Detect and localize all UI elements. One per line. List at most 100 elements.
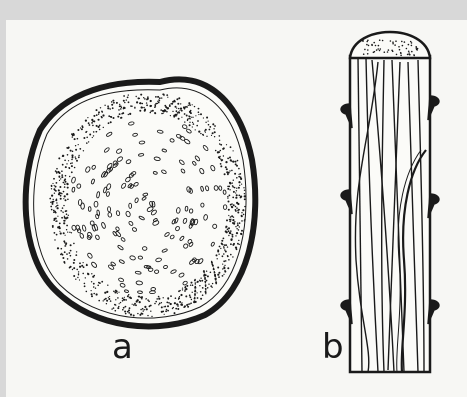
cell-stipple xyxy=(61,176,63,178)
cell-stipple xyxy=(238,187,240,189)
cell-stipple xyxy=(182,288,183,289)
cell-stipple xyxy=(59,193,61,195)
cell-stipple xyxy=(68,215,69,216)
cell-stipple xyxy=(136,101,138,103)
cell-stipple xyxy=(71,154,73,156)
cell-stipple xyxy=(227,188,229,190)
cell-stipple xyxy=(167,305,169,307)
cell-stipple xyxy=(202,287,204,289)
cell-stipple xyxy=(53,178,55,180)
cell-stipple xyxy=(230,146,232,148)
cell-stipple xyxy=(174,312,176,314)
cell-stipple xyxy=(78,155,79,156)
cell-stipple xyxy=(229,182,231,184)
cell-stipple xyxy=(228,259,230,261)
cell-stipple xyxy=(61,253,62,254)
cell-stipple xyxy=(86,142,88,144)
cell-stipple xyxy=(217,249,219,251)
cell-stipple xyxy=(214,125,216,127)
cell-stipple xyxy=(161,306,163,308)
cell-stipple xyxy=(205,293,206,294)
cell-stipple xyxy=(99,125,101,127)
cell-stipple xyxy=(103,300,104,301)
cell-stipple xyxy=(228,235,229,236)
cell-stipple xyxy=(193,301,195,303)
cap-stipple xyxy=(408,51,410,53)
cell-stipple xyxy=(219,156,220,157)
cap-stipple xyxy=(398,46,400,48)
cell-stipple xyxy=(132,304,133,305)
cell-stipple xyxy=(163,306,164,307)
cell-stipple xyxy=(178,97,180,99)
cell-stipple xyxy=(129,113,131,115)
panel-a-label: a xyxy=(112,330,133,364)
cell-stipple xyxy=(78,144,79,145)
cell-stipple xyxy=(58,189,59,190)
cell-stipple xyxy=(147,96,149,98)
cell-stipple xyxy=(219,135,221,137)
cell-stipple xyxy=(193,123,195,125)
cell-stipple xyxy=(225,244,227,246)
cell-stipple xyxy=(147,98,149,100)
cell-stipple xyxy=(195,115,196,116)
cell-stipple xyxy=(223,253,225,255)
cap-stipple xyxy=(391,50,393,52)
cell-stipple xyxy=(93,283,95,285)
cell-stipple xyxy=(107,285,108,286)
cell-stipple xyxy=(92,125,94,127)
cell-stipple xyxy=(75,156,76,157)
cell-stipple xyxy=(222,275,224,277)
cell-stipple xyxy=(203,117,204,118)
cell-stipple xyxy=(205,291,207,293)
cell-stipple xyxy=(151,316,152,317)
cell-stipple xyxy=(190,302,192,304)
cell-stipple xyxy=(130,105,131,106)
cell-stipple xyxy=(201,280,203,282)
cell-stipple xyxy=(206,117,208,119)
cell-stipple xyxy=(99,129,101,131)
cell-stipple xyxy=(64,216,65,217)
cell-stipple xyxy=(229,195,231,197)
cell-stipple xyxy=(227,246,228,247)
cell-stipple xyxy=(235,192,236,193)
cell-stipple xyxy=(122,309,124,311)
cell-stipple xyxy=(56,205,57,206)
cell-stipple xyxy=(87,117,88,118)
cell-stipple xyxy=(55,190,57,192)
cell-stipple xyxy=(186,115,188,117)
cell-stipple xyxy=(221,243,223,245)
cell-stipple xyxy=(56,202,57,203)
cell-stipple xyxy=(104,292,106,294)
cell-stipple xyxy=(93,293,95,295)
cell-stipple xyxy=(57,207,59,209)
cell-stipple xyxy=(118,109,120,111)
cell-stipple xyxy=(61,170,63,172)
cell-stipple xyxy=(200,298,202,300)
cell-stipple xyxy=(192,292,193,293)
cell-stipple xyxy=(192,122,193,123)
cell-stipple xyxy=(244,206,245,207)
cell-stipple xyxy=(52,183,53,184)
cell-stipple xyxy=(159,303,161,305)
cell-stipple xyxy=(220,150,222,152)
cell-stipple xyxy=(162,110,164,112)
cell-stipple xyxy=(52,203,54,205)
cell-stipple xyxy=(54,185,55,186)
cell-stipple xyxy=(70,250,72,252)
cell-stipple xyxy=(125,313,127,315)
cell-stipple xyxy=(55,186,57,188)
cell-stipple xyxy=(229,232,231,234)
cell-stipple xyxy=(115,310,117,312)
cell-stipple xyxy=(232,186,234,188)
cell-stipple xyxy=(239,173,241,175)
cell-stipple xyxy=(158,298,160,300)
cell-stipple xyxy=(188,115,189,116)
cell-stipple xyxy=(189,124,191,126)
cell-stipple xyxy=(122,300,124,302)
cell-stipple xyxy=(236,232,238,234)
cell-stipple xyxy=(231,170,233,172)
cell-stipple xyxy=(72,156,74,158)
cap-stipple xyxy=(411,45,413,47)
cell-stipple xyxy=(238,240,239,241)
cell-stipple xyxy=(64,251,66,253)
